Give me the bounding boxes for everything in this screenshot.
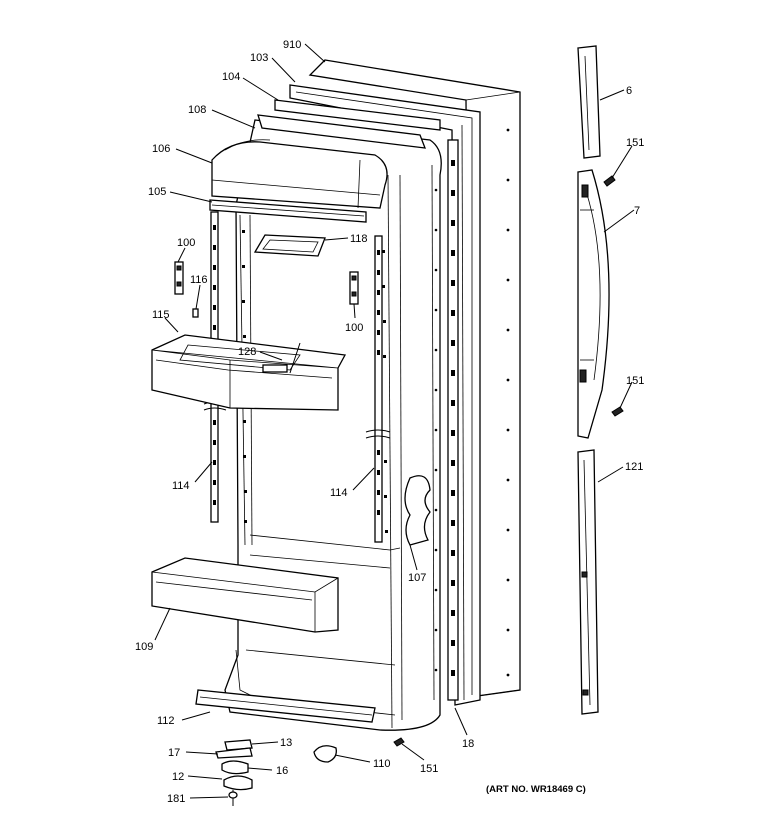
screw-upper: [603, 175, 616, 187]
door-gasket-frame: [289, 84, 481, 706]
small-tray: [253, 234, 326, 257]
callout-181: 181: [167, 793, 185, 805]
screw-lower: [611, 406, 624, 417]
callout-112: 112: [157, 715, 175, 727]
callout-121: 121: [625, 461, 643, 473]
callout-106: 106: [152, 143, 170, 155]
small-clip: [192, 308, 199, 318]
callout-118: 118: [350, 233, 368, 245]
callout-7: 7: [634, 205, 640, 217]
callout-151-bottom: 151: [420, 763, 438, 775]
callout-105: 105: [148, 186, 166, 198]
art-number: (ART NO. WR18469 C): [486, 784, 586, 795]
dairy-hinge-bar: [209, 199, 367, 223]
gasket-strip: [447, 139, 459, 701]
leader-lines: [154, 43, 635, 799]
handle-bottom-trim: [577, 449, 599, 715]
callout-114-right: 114: [330, 487, 348, 499]
upper-door-bin: [151, 334, 347, 411]
handle-top-trim: [577, 45, 601, 159]
callout-151-lower: 151: [626, 375, 644, 387]
callout-labels: 910 103 104 108 106 105 118 100 116 100 …: [135, 39, 644, 805]
wavy-insert: [404, 475, 431, 546]
callout-100-left: 100: [177, 237, 195, 249]
callout-151-upper: 151: [626, 137, 644, 149]
callout-104: 104: [222, 71, 240, 83]
callout-128: 128: [238, 346, 256, 358]
screw-bottom: [393, 737, 405, 747]
callout-110: 110: [373, 758, 391, 770]
shelf-bracket-right: [349, 271, 359, 305]
top-cap-parts: [257, 99, 441, 149]
callout-13: 13: [280, 737, 292, 749]
door-handle: [577, 169, 610, 439]
door-stop: [313, 745, 337, 763]
shelf-bracket-left: [174, 261, 184, 295]
callout-114-left: 114: [172, 480, 190, 492]
hinge-hardware: [215, 739, 253, 806]
callout-108: 108: [188, 104, 206, 116]
callout-6: 6: [626, 85, 632, 97]
callout-16: 16: [276, 765, 288, 777]
callout-910: 910: [283, 39, 301, 51]
callout-115: 115: [152, 309, 170, 321]
lower-door-bin: [151, 557, 339, 633]
callout-12: 12: [172, 771, 184, 783]
callout-103: 103: [250, 52, 268, 64]
callout-100-right: 100: [345, 322, 363, 334]
dairy-compartment-door: [211, 139, 388, 209]
callout-116: 116: [190, 274, 208, 286]
callout-17: 17: [168, 747, 180, 759]
callout-109: 109: [135, 641, 153, 653]
shelf-support-right: [365, 235, 391, 543]
callout-107: 107: [408, 572, 426, 584]
callout-18: 18: [462, 738, 474, 750]
bottom-trim-strip: [195, 689, 376, 723]
